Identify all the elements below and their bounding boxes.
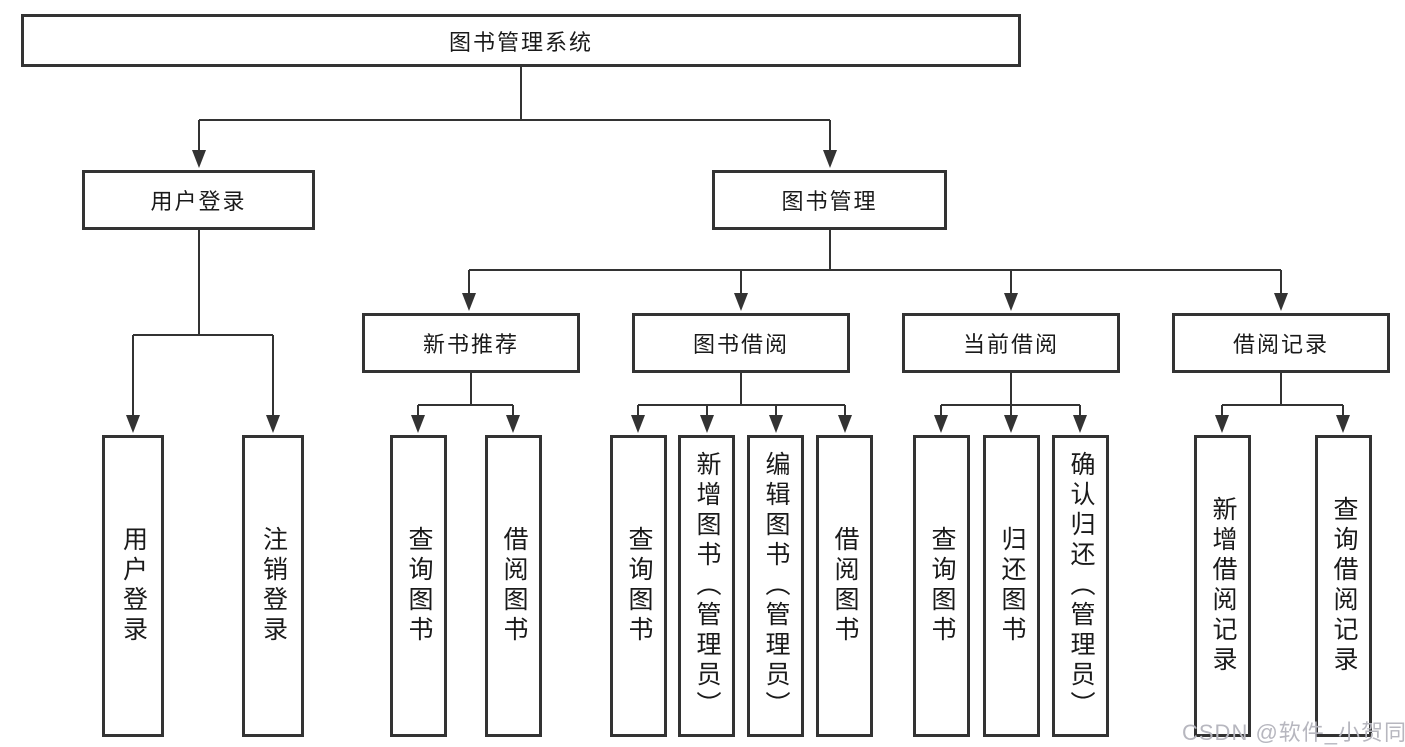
leaf-newbook-query-books: 查询图书 — [390, 435, 447, 737]
node-book-management-label: 图书管理 — [781, 189, 878, 214]
leaf-borrow-borrow-books: 借阅图书 — [816, 435, 873, 737]
node-new-book-recommendation-label: 新书推荐 — [422, 332, 519, 357]
node-borrowing-records-label: 借阅记录 — [1232, 332, 1329, 357]
leaf-current-query-books-label: 查询图书 — [928, 526, 956, 646]
leaf-current-return-books: 归还图书 — [983, 435, 1040, 737]
leaf-borrow-borrow-books-label: 借阅图书 — [831, 526, 859, 646]
leaf-borrow-edit-books-admin: 编辑图书（管理员） — [747, 435, 804, 737]
node-current-borrowing: 当前借阅 — [902, 313, 1120, 373]
node-book-management: 图书管理 — [712, 170, 947, 230]
leaf-logout-login-label: 注销登录 — [259, 526, 288, 646]
leaf-borrow-edit-books-admin-label: 编辑图书（管理员） — [762, 451, 790, 721]
csdn-watermark: CSDN @软件_小贺同学 — [1182, 720, 1405, 745]
leaf-current-query-books: 查询图书 — [913, 435, 970, 737]
leaf-records-add-record-label: 新增借阅记录 — [1209, 496, 1237, 676]
leaf-newbook-borrow-books: 借阅图书 — [485, 435, 542, 737]
leaf-user-login-label: 用户登录 — [119, 526, 148, 646]
leaf-records-add-record: 新增借阅记录 — [1194, 435, 1251, 737]
node-user-login-label: 用户登录 — [150, 189, 247, 214]
node-borrowing-records: 借阅记录 — [1172, 313, 1390, 373]
leaf-borrow-query-books-label: 查询图书 — [625, 526, 653, 646]
leaf-current-return-books-label: 归还图书 — [998, 526, 1026, 646]
leaf-current-confirm-return-admin-label: 确认归还（管理员） — [1067, 451, 1095, 721]
leaf-records-query-record: 查询借阅记录 — [1315, 435, 1372, 737]
leaf-newbook-borrow-books-label: 借阅图书 — [500, 526, 528, 646]
node-new-book-recommendation: 新书推荐 — [362, 313, 580, 373]
leaf-borrow-add-books-admin: 新增图书（管理员） — [678, 435, 735, 737]
node-root-label: 图书管理系统 — [448, 29, 593, 55]
leaf-current-confirm-return-admin: 确认归还（管理员） — [1052, 435, 1109, 737]
node-user-login: 用户登录 — [82, 170, 315, 230]
leaf-borrow-query-books: 查询图书 — [610, 435, 667, 737]
leaf-records-query-record-label: 查询借阅记录 — [1330, 496, 1358, 676]
leaf-user-login: 用户登录 — [102, 435, 164, 737]
node-current-borrowing-label: 当前借阅 — [962, 332, 1059, 357]
leaf-logout-login: 注销登录 — [242, 435, 304, 737]
node-book-borrowing: 图书借阅 — [632, 313, 850, 373]
leaf-borrow-add-books-admin-label: 新增图书（管理员） — [693, 451, 721, 721]
node-root: 图书管理系统 — [21, 14, 1021, 67]
leaf-newbook-query-books-label: 查询图书 — [405, 526, 433, 646]
node-book-borrowing-label: 图书借阅 — [692, 332, 789, 357]
